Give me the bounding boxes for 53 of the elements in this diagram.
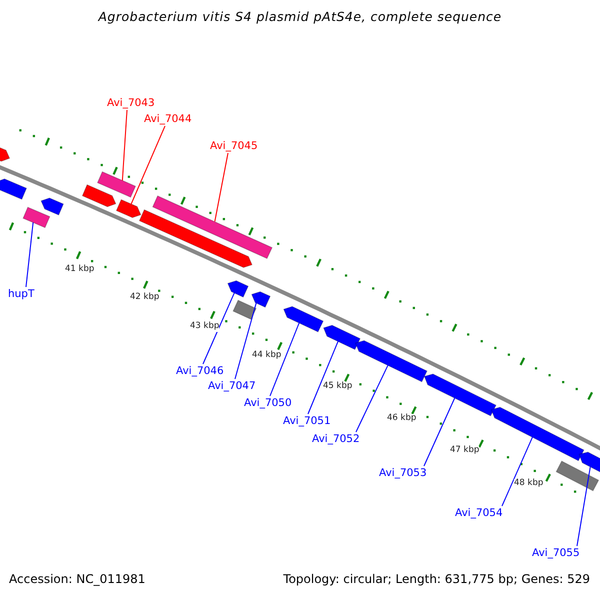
- gene-feature: [82, 184, 116, 208]
- scale-label: 47 kbp: [450, 446, 480, 456]
- gene-label: Avi_7045: [210, 140, 258, 152]
- gene-feature: [556, 460, 600, 492]
- leader-line: [130, 126, 166, 204]
- gene-label: Avi_7055: [532, 547, 580, 560]
- gene-label: Avi_7046: [176, 365, 224, 378]
- gene-feature: [22, 206, 50, 228]
- gene-feature: [232, 300, 257, 320]
- gene-feature: [152, 195, 273, 260]
- leader-line: [356, 364, 388, 432]
- gene-feature: [424, 374, 497, 416]
- accession-text: Accession: NC_011981: [9, 573, 146, 587]
- gene-feature: [578, 452, 600, 475]
- scale-label: 43 kbp: [190, 322, 220, 332]
- summary-text: Topology: circular; Length: 631,775 bp; Genes: 529: [283, 573, 590, 587]
- gene-feature: [40, 198, 64, 216]
- gene-label: Avi_7052: [312, 433, 360, 446]
- gene-label: Avi_7050: [244, 397, 292, 410]
- leader-line: [122, 110, 128, 181]
- scale-label: 45 kbp: [323, 382, 352, 392]
- gene-feature: [283, 306, 324, 332]
- gene-label: Avi_7054: [455, 507, 503, 520]
- leader-line: [214, 152, 228, 222]
- gene-label: Avi_7051: [283, 415, 331, 428]
- scale-label: 48 kbp: [514, 479, 544, 489]
- gene-feature: [0, 145, 10, 162]
- leader-line: [424, 398, 456, 466]
- gene-feature: [354, 340, 428, 382]
- scale-label: 44 kbp: [252, 351, 282, 361]
- scale-label: 42 kbp: [130, 293, 160, 303]
- leader-line: [234, 302, 257, 380]
- gene-feature: [96, 171, 136, 198]
- gene-label: Avi_7047: [208, 380, 256, 392]
- gene-label: Avi_7044: [144, 113, 192, 126]
- leader-line: [202, 292, 235, 364]
- gene-feature: [323, 324, 361, 350]
- gene-feature: [138, 209, 253, 268]
- gene-label: Avi_7043: [107, 97, 155, 110]
- leader-line: [576, 466, 591, 546]
- leader-line: [308, 340, 338, 414]
- leader-line: [502, 436, 533, 506]
- leader-line: [26, 222, 34, 288]
- gene-feature: [0, 178, 28, 200]
- gene-label: Avi_7053: [379, 467, 427, 480]
- scale-label: 41 kbp: [65, 265, 94, 275]
- gene-feature: [251, 291, 271, 308]
- leader-line: [270, 322, 300, 396]
- scale-label: 46 kbp: [387, 414, 416, 424]
- map-title: Agrobacterium vitis S4 plasmid pAtS4e, complete sequence: [98, 9, 502, 24]
- gene-feature: [490, 406, 584, 462]
- gene-feature: [227, 280, 249, 298]
- gene-label: hupT: [8, 288, 34, 300]
